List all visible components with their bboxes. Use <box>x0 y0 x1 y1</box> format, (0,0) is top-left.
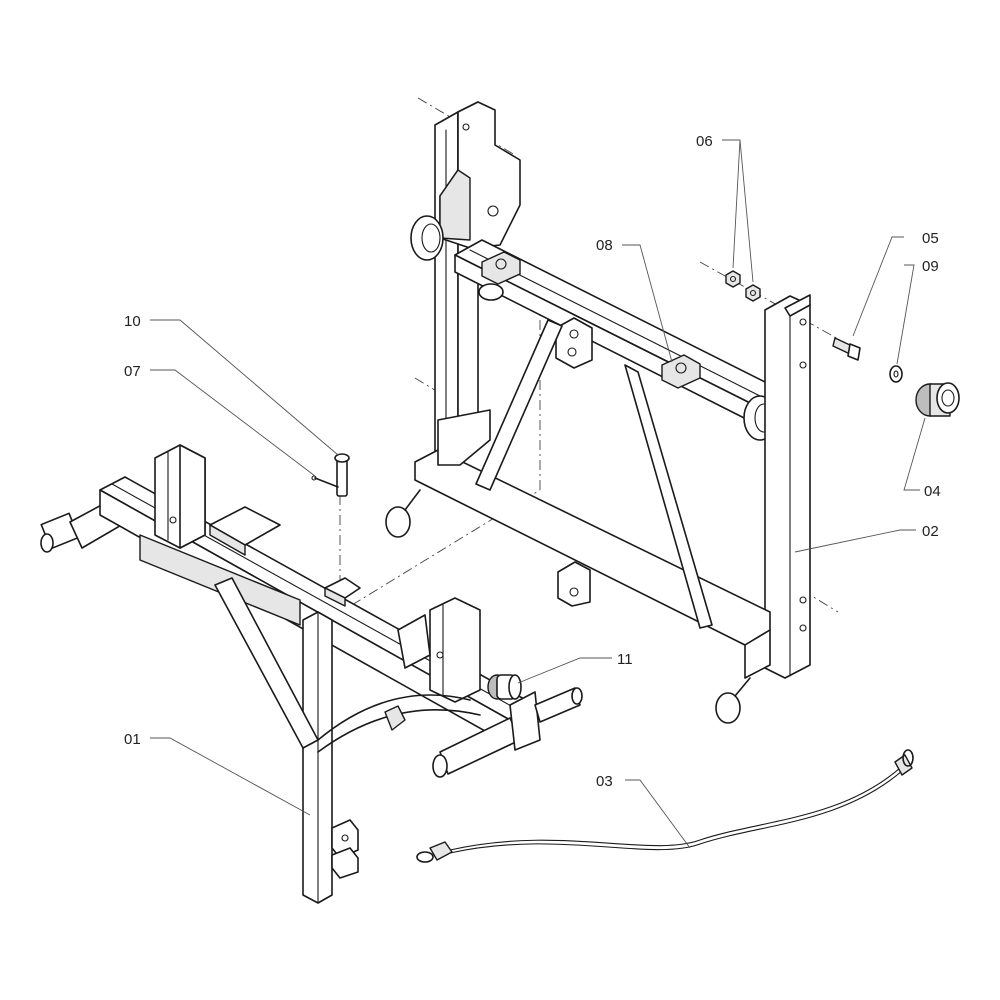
label-07: 07 <box>124 363 141 380</box>
label-10: 10 <box>124 313 141 330</box>
label-06: 06 <box>696 133 713 150</box>
label-09: 09 <box>922 258 939 275</box>
washer-part-09 <box>889 365 903 383</box>
cable-part-03 <box>416 749 914 863</box>
cap-part-04 <box>915 382 960 417</box>
label-08: 08 <box>596 237 613 254</box>
pin-part-10 <box>334 453 350 497</box>
label-01: 01 <box>124 731 141 748</box>
clip-pin-part-07 <box>311 475 339 488</box>
leader-lines <box>150 139 926 849</box>
bolt-part-05 <box>832 337 861 361</box>
label-04: 04 <box>924 483 941 500</box>
label-02: 02 <box>922 523 939 540</box>
label-05: 05 <box>922 230 939 247</box>
nuts-part-06 <box>725 270 761 302</box>
knob-part-11 <box>487 674 522 700</box>
rear-frame-part-02 <box>385 101 811 724</box>
part-labels: 06 08 05 09 04 02 10 07 11 01 03 <box>124 133 941 790</box>
label-11: 11 <box>617 651 633 668</box>
label-03: 03 <box>596 773 613 790</box>
front-frame-part-01 <box>40 444 583 904</box>
